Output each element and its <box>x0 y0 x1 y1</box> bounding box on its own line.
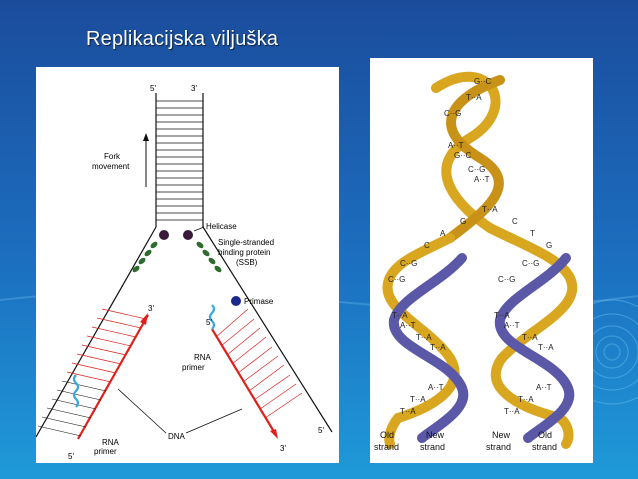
ssb-label-3: (SSB) <box>236 258 258 267</box>
old-strand-right-2: strand <box>532 442 557 452</box>
svg-text:C: C <box>424 241 430 250</box>
rna-primer-squiggle-left <box>72 374 80 408</box>
fork-movement-label-1: Fork <box>104 152 121 161</box>
leading-strand <box>77 313 149 440</box>
parental-5-label: 5' <box>150 84 156 93</box>
fork-diagram-svg: 5' 3' Fork movement 3' RNA primer 5' <box>35 84 333 461</box>
svg-text:A··T: A··T <box>504 321 520 330</box>
svg-text:G··C: G··C <box>474 77 492 86</box>
old-strand-right-1: Old <box>538 430 552 440</box>
left-bottom-5-label: 5' <box>68 452 74 461</box>
svg-text:A··T: A··T <box>400 321 416 330</box>
helicase-right <box>183 230 193 240</box>
svg-text:G: G <box>460 217 466 226</box>
svg-text:G··C: G··C <box>454 151 472 160</box>
svg-text:T··A: T··A <box>392 311 408 320</box>
rna-primer-bottom-1: RNA <box>102 438 120 447</box>
right-end-5-label: 5' <box>318 426 324 435</box>
parental-left-rungs <box>37 380 107 437</box>
parental-base-pairs <box>156 100 203 221</box>
old-strand-left-2: strand <box>374 442 399 452</box>
svg-text:C··G: C··G <box>498 275 515 284</box>
svg-text:T··A: T··A <box>538 343 554 352</box>
leading-end-3-label: 3' <box>280 444 286 453</box>
left-daughter-base-pairs: C··G C··G T··A A··T T··A T··A A··T T··A … <box>388 259 446 416</box>
parental-duplex <box>155 93 204 227</box>
svg-text:A··T: A··T <box>448 141 464 150</box>
helicase-left <box>159 230 169 240</box>
svg-text:T: T <box>530 229 535 238</box>
svg-text:C: C <box>512 217 518 226</box>
rna-primer-bottom-2: primer <box>94 447 117 456</box>
old-strand-left-1: Old <box>380 430 394 440</box>
svg-text:T··A: T··A <box>504 407 520 416</box>
rna-primer-squiggle-right <box>208 304 216 330</box>
new-strand-right-2: strand <box>486 442 511 452</box>
leading-3-label: 3' <box>148 304 154 313</box>
svg-text:T··A: T··A <box>416 333 432 342</box>
primase <box>231 296 241 306</box>
svg-text:A··T: A··T <box>474 175 490 184</box>
leading-strand-base-pairs <box>66 308 147 383</box>
helicase-label: Helicase <box>206 222 237 231</box>
lagging-5-top-label: 5' <box>206 318 212 327</box>
svg-text:G: G <box>546 241 552 250</box>
primase-label: Primase <box>244 297 274 306</box>
svg-text:T··A: T··A <box>466 93 482 102</box>
new-strand-left-2: strand <box>420 442 445 452</box>
lagging-strand <box>211 328 278 439</box>
top-base-pairs: G··C T··A C··G A··T G··C C··G A··T <box>444 77 492 184</box>
fork-bases: T··A G A C C T G <box>424 205 552 250</box>
right-daughter-base-pairs: C··G C··G T··A A··T T··A T··A A··T T··A … <box>494 259 554 416</box>
helix-diagram-svg: G··C T··A C··G A··T G··C C··G A··T T··A … <box>374 71 578 452</box>
lagging-strand-base-pairs <box>215 308 303 419</box>
ssb-proteins <box>132 241 222 273</box>
svg-text:T··A: T··A <box>410 395 426 404</box>
fork-movement-arrow <box>143 133 149 187</box>
parental-3-label: 3' <box>191 84 197 93</box>
parental-helix <box>431 71 505 243</box>
rna-primer-mid-2: primer <box>182 363 205 372</box>
rna-primer-mid-1: RNA <box>194 353 212 362</box>
fork-movement-label-2: movement <box>92 162 130 171</box>
dna-pointers <box>117 388 243 434</box>
slide-title: Replikacijska viljuška <box>86 28 279 50</box>
svg-text:C··G: C··G <box>468 165 485 174</box>
svg-text:A: A <box>440 229 446 238</box>
dna-label: DNA <box>168 432 186 441</box>
svg-text:C··G: C··G <box>522 259 539 268</box>
new-strand-left-1: New <box>426 430 445 440</box>
ssb-label-2: binding protein <box>218 248 270 257</box>
svg-text:T··A: T··A <box>400 407 416 416</box>
svg-text:T··A: T··A <box>518 395 534 404</box>
svg-text:T··A: T··A <box>494 311 510 320</box>
svg-text:T··A: T··A <box>482 205 498 214</box>
svg-text:A··T: A··T <box>428 383 444 392</box>
helicase-pointer <box>193 226 205 232</box>
helix-replication-diagram: G··C T··A C··G A··T G··C C··G A··T T··A … <box>370 58 593 463</box>
svg-text:T··A: T··A <box>430 343 446 352</box>
replication-fork-diagram: 5' 3' Fork movement 3' RNA primer 5' <box>35 67 339 463</box>
new-strands <box>388 253 575 443</box>
new-strand-right-1: New <box>492 430 511 440</box>
svg-text:C··G: C··G <box>400 259 417 268</box>
svg-text:C··G: C··G <box>444 109 461 118</box>
svg-text:A··T: A··T <box>536 383 552 392</box>
fork-arms <box>35 226 333 438</box>
svg-text:T··A: T··A <box>522 333 538 342</box>
svg-text:C··G: C··G <box>388 275 405 284</box>
ssb-label-1: Single-stranded <box>218 238 274 247</box>
